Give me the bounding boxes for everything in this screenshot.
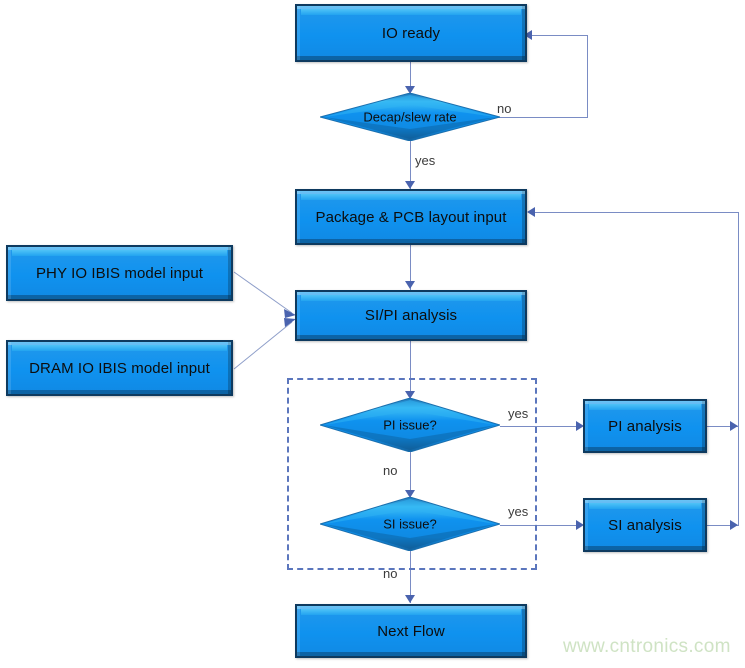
bevel-highlight (301, 194, 521, 200)
bevel-highlight (589, 404, 701, 410)
node-si-analysis[interactable]: SI analysis (583, 498, 707, 552)
edge-piissue-no (410, 452, 411, 498)
diamond-shape (320, 398, 500, 452)
bevel-highlight (589, 503, 701, 509)
edge-label-siissue-no: no (383, 566, 398, 581)
diamond-shape (320, 93, 500, 141)
edge-label-piissue-yes: yes (508, 406, 529, 421)
arrowhead-piissue-in (405, 391, 415, 399)
arrowhead-sianalysis-in (576, 520, 584, 530)
edge-pkgpcb-to-sipi (410, 245, 411, 290)
node-decap-slew-rate[interactable]: Decap/slew rate (320, 93, 500, 141)
node-si-issue[interactable]: SI issue? (320, 497, 500, 551)
arrowhead-pianalysis-in (576, 421, 584, 431)
edge-label-piissue-no: no (383, 463, 398, 478)
edge-pianalysis-to-bus (707, 426, 738, 427)
node-si-pi-analysis[interactable]: SI/PI analysis (295, 290, 527, 341)
node-pi-analysis[interactable]: PI analysis (583, 399, 707, 453)
node-label: SI analysis (608, 516, 682, 534)
bevel-highlight (12, 345, 227, 351)
node-label: Next Flow (377, 622, 445, 640)
arrowhead-pkgpcb-in (405, 181, 415, 189)
node-label: PI analysis (608, 417, 682, 435)
node-dram-io-ibis-model-input[interactable]: DRAM IO IBIS model input (6, 340, 233, 396)
node-label: Package & PCB layout input (315, 208, 507, 226)
bevel-highlight (301, 295, 521, 301)
edge-sipi-to-piissue (410, 341, 411, 399)
edge-decap-yes (410, 141, 411, 189)
edge-return-bus-horizontal (534, 212, 739, 213)
edge-ioready-to-decap (410, 62, 411, 94)
arrowhead-bus-pi (730, 421, 738, 431)
edge-piissue-yes (500, 426, 582, 427)
arrowhead-decap-in (405, 86, 415, 94)
diamond-shape (320, 497, 500, 551)
node-label: DRAM IO IBIS model input (29, 359, 210, 377)
node-io-ready[interactable]: IO ready (295, 4, 527, 62)
node-label: IO ready (381, 24, 441, 42)
edge-siissue-no (410, 551, 411, 603)
edge-label-decap-yes: yes (415, 153, 436, 168)
node-label: PHY IO IBIS model input (35, 264, 204, 282)
node-package-pcb-layout-input[interactable]: Package & PCB layout input (295, 189, 527, 245)
edge-siissue-yes (500, 525, 582, 526)
arrowhead-siissue-in (405, 490, 415, 498)
arrowhead-bus-si (730, 520, 738, 530)
edge-label-decap-no: no (497, 101, 512, 116)
bevel-highlight (12, 250, 227, 256)
edge-decap-no-horizontal (470, 117, 587, 118)
edge-return-bus-vertical (738, 212, 739, 526)
bevel-highlight (301, 609, 521, 615)
edge-label-siissue-yes: yes (508, 504, 529, 519)
arrowhead-nextflow-in (405, 595, 415, 603)
edge-sianalysis-to-bus (707, 525, 738, 526)
bevel-highlight (301, 9, 521, 15)
node-pi-issue[interactable]: PI issue? (320, 398, 500, 452)
edge-decap-no-vertical (587, 35, 588, 118)
arrowhead-ioready-in (524, 30, 532, 40)
arrowhead-pkgpcb-in-right (527, 207, 535, 217)
arrowhead-sipi-in-top (405, 281, 415, 289)
node-label: SI/PI analysis (364, 307, 458, 324)
node-next-flow[interactable]: Next Flow (295, 604, 527, 658)
node-phy-io-ibis-model-input[interactable]: PHY IO IBIS model input (6, 245, 233, 301)
edge-decap-no-return (531, 35, 588, 36)
watermark: www.cntronics.com (563, 636, 731, 657)
issue-check-group (287, 378, 537, 570)
